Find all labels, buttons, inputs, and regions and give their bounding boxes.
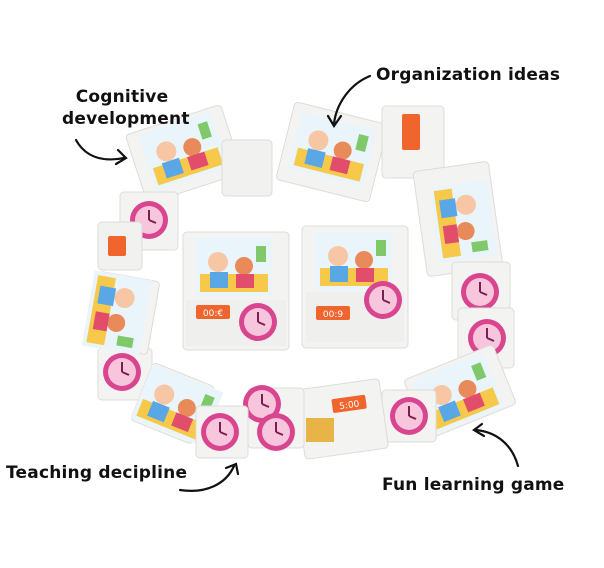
arrow-icon — [326, 74, 372, 129]
puzzle-piece-top-left — [125, 104, 273, 204]
puzzle-piece-bottom-left — [97, 347, 249, 459]
callout-fun-learning-game: Fun learning game — [382, 475, 565, 495]
callout-organization-ideas: Organization ideas — [376, 65, 561, 85]
time-badge: 00:€ — [203, 309, 223, 319]
puzzle-piece-right — [412, 161, 503, 277]
callout-teaching-discipline: Teaching decipline — [6, 463, 188, 483]
time-badge: 5:00 — [339, 399, 361, 412]
puzzle-piece-bottom-middle: 5:00 — [242, 378, 389, 460]
puzzle-piece-bottom-right — [381, 345, 516, 443]
puzzle-piece-top-middle — [276, 101, 445, 203]
arrow-icon — [178, 462, 240, 492]
puzzle-card-center-right: 00:9 — [301, 225, 409, 349]
puzzle-piece-left — [81, 191, 179, 356]
puzzle-card-center-left: 00:€ — [182, 231, 290, 351]
callout-cognitive-development: Cognitive development — [62, 87, 190, 129]
time-badge: 00:9 — [323, 310, 343, 320]
arrow-icon — [472, 422, 520, 468]
arrow-icon — [74, 138, 128, 166]
